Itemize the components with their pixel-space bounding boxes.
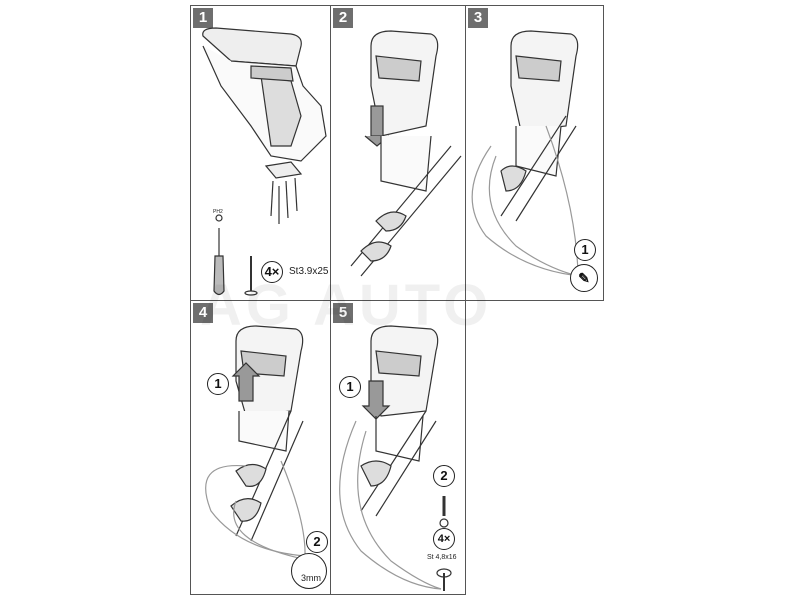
quantity-badge: 4× — [433, 528, 455, 550]
step-number: 3 — [468, 8, 488, 28]
step-5-panel: 5 1 2 4× St 4,8x16 — [330, 300, 466, 595]
armrest-final-illustration — [339, 325, 452, 591]
step-number: 2 — [333, 8, 353, 28]
step-1-panel: 1 PH2 4× St3.9x25 — [190, 5, 331, 301]
callout-2: 2 — [306, 531, 328, 553]
screw-spec: St 4,8x16 — [427, 554, 457, 561]
tool-label: PH2 — [213, 209, 223, 215]
step-3-panel: 3 1 ✎ — [465, 5, 604, 301]
callout-1: 1 — [339, 376, 361, 398]
armrest-fixed-illustration — [471, 30, 582, 277]
screw-spec: St3.9x25 — [289, 266, 329, 277]
screwdriver-callout-icon: ✎ — [570, 264, 598, 292]
step-2-panel: 2 — [330, 5, 466, 301]
drill-callout — [291, 553, 327, 589]
callout-1: 1 — [574, 239, 596, 261]
armrest-illustration — [202, 27, 327, 296]
armrest-removal-illustration — [205, 325, 307, 560]
step-number: 4 — [193, 303, 213, 323]
step-number: 5 — [333, 303, 353, 323]
callout-1: 1 — [207, 373, 229, 395]
instruction-sheet: 1 PH2 4× St3.9x25 2 — [190, 5, 604, 595]
quantity-badge: 4× — [261, 261, 283, 283]
armrest-install-illustration — [350, 30, 462, 277]
step-4-panel: 4 1 2 3mm — [190, 300, 331, 595]
callout-2: 2 — [433, 465, 455, 487]
drill-size: 3mm — [301, 573, 321, 583]
step-number: 1 — [193, 8, 213, 28]
